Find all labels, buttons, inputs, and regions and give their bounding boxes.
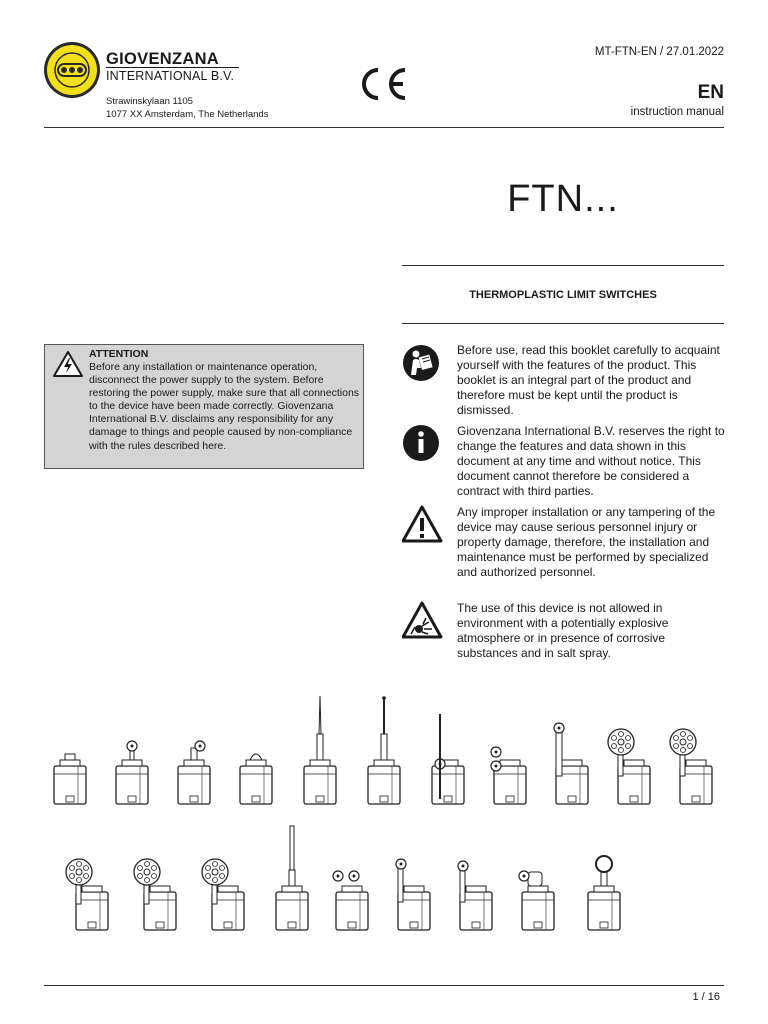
title-divider-bottom	[402, 323, 724, 324]
switch-double-roller-lever	[490, 746, 527, 805]
header-divider	[44, 127, 724, 128]
note-warning: Any improper installation or any tamperi…	[401, 505, 724, 595]
language-code: EN	[697, 82, 724, 103]
footer-divider	[44, 985, 724, 986]
note-explosive: The use of this device is not allowed in…	[401, 601, 724, 663]
switch-spring-rod	[275, 825, 309, 931]
brand-divider	[106, 67, 239, 68]
company-address: Strawinskylaan 1105 1077 XX Amsterdam, T…	[106, 96, 268, 121]
electric-hazard-icon	[52, 350, 84, 378]
switch-dome-plunger	[239, 753, 273, 805]
note-text: Giovenzana International B.V. reserves t…	[457, 424, 725, 498]
address-line-1: Strawinskylaan 1105	[106, 96, 193, 107]
note-text: Any improper installation or any tamperi…	[457, 505, 716, 579]
switch-roller-lever	[553, 722, 589, 805]
info-icon	[402, 424, 446, 464]
document-type: instruction manual	[630, 106, 724, 118]
ce-mark-icon	[356, 64, 410, 104]
page-title: FTN...	[507, 178, 619, 220]
switch-angled-roller	[518, 870, 555, 931]
address-line-2: 1077 XX Amsterdam, The Netherlands	[106, 108, 269, 120]
attention-text: Before any installation or maintenance o…	[89, 361, 360, 452]
switch-roller-lever	[395, 858, 431, 931]
switch-wheel-lever	[65, 858, 109, 931]
switch-wheel-lever	[201, 858, 245, 931]
company-name: GIOVENZANA	[106, 50, 220, 68]
switch-roller-plunger	[115, 740, 149, 805]
switch-wheel-lever	[607, 728, 651, 805]
attention-box: ATTENTION Before any installation or mai…	[44, 344, 364, 469]
switch-double-roller-lever	[332, 870, 369, 931]
warning-icon	[401, 505, 446, 545]
switch-spring-rod	[303, 695, 337, 805]
page-subtitle: THERMOPLASTIC LIMIT SWITCHES	[469, 289, 657, 301]
attention-title: ATTENTION	[89, 348, 149, 360]
switch-wheel-lever	[669, 728, 713, 805]
explosive-atmosphere-icon	[401, 601, 446, 641]
title-divider-top	[402, 265, 724, 266]
switch-ring-actuator	[587, 855, 621, 931]
switch-side-roller-plunger	[177, 740, 211, 805]
note-text: The use of this device is not allowed in…	[457, 601, 669, 660]
read-manual-icon	[402, 343, 446, 383]
switch-roller-lever	[457, 860, 493, 931]
note-read-manual: Before use, read this booklet carefully …	[402, 343, 724, 419]
company-logo	[43, 41, 101, 99]
note-text: Before use, read this booklet carefully …	[457, 343, 720, 417]
switch-spring-rod	[367, 696, 401, 805]
company-subtitle: INTERNATIONAL B.V.	[106, 69, 235, 83]
switch-plunger	[53, 753, 87, 805]
switch-fixed-rod	[431, 714, 465, 805]
note-info: Giovenzana International B.V. reserves t…	[402, 424, 725, 500]
document-reference: MT-FTN-EN / 27.01.2022	[594, 46, 724, 58]
page-number: 1 / 16	[692, 991, 720, 1003]
product-illustrations	[0, 680, 768, 940]
switch-wheel-lever	[133, 858, 177, 931]
